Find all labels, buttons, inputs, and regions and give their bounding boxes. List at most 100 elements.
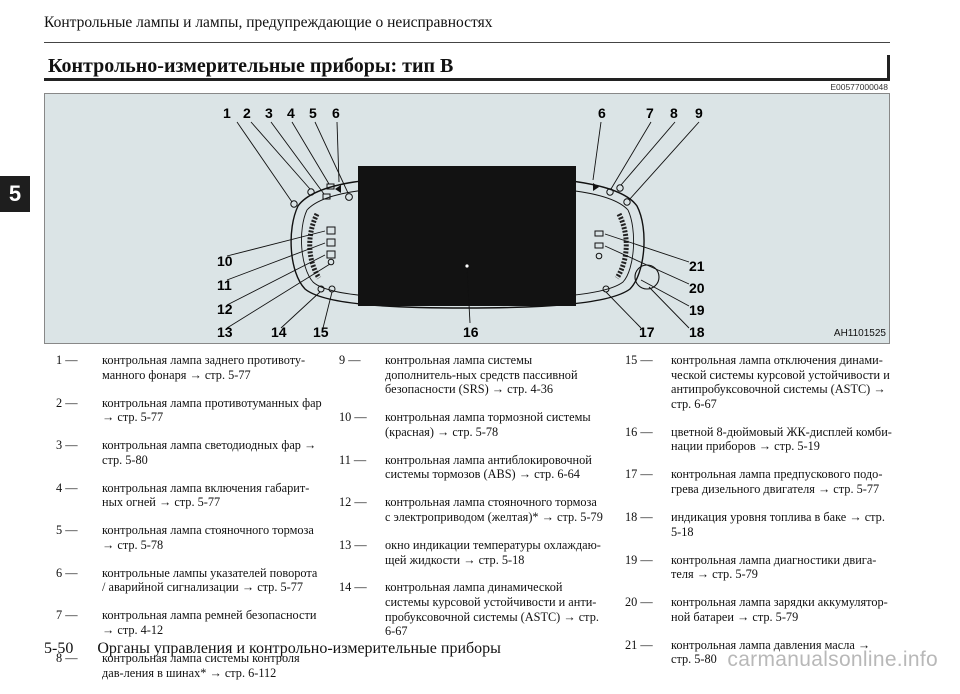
callout-13: 13 (217, 324, 233, 340)
legend-number: 12 — (339, 495, 367, 510)
right-warning-lamps (594, 184, 631, 293)
legend-item: 19 — контрольная лампа диагностики двига-… (625, 553, 893, 582)
engine-check-icon (595, 252, 603, 260)
callout-numbers: 1 2 3 4 5 6 6 7 8 9 10 11 12 13 14 15 16… (217, 105, 705, 340)
epb-warning-icon (326, 250, 336, 259)
legend-item: 10 —контрольная лампа тормозной системы … (339, 410, 605, 439)
legend-number: 13 — (339, 537, 367, 552)
chapter-tab: 5 (0, 176, 30, 212)
legend-item: 21 —контрольная лампа давления масла → с… (625, 638, 893, 667)
left-warning-lamps (290, 183, 353, 293)
figure-code: AH1101525 (833, 328, 886, 339)
legend-text: контрольная лампа светодиодных фар → стр… (102, 438, 317, 467)
turn-signal-left-icon (335, 185, 341, 193)
legend-item: 5 — контрольная лампа стояночного тормоза… (56, 523, 322, 552)
callout-14: 14 (271, 324, 287, 340)
legend-number: 20 — (625, 595, 653, 610)
lcd-display (358, 166, 576, 306)
legend-item: 6 —контрольные лампы указателей поворота… (56, 566, 322, 595)
oil-pressure-icon (594, 230, 604, 237)
legend-item: 16 — цветной 8-дюймовый ЖК-дисплей комби-… (625, 425, 893, 454)
callout-4: 4 (287, 105, 295, 121)
legend-item: 8 — контрольная лампа системы контроля да… (56, 651, 322, 680)
battery-charge-icon (594, 242, 604, 249)
legend-number: 9 — (339, 353, 361, 367)
callout-8: 8 (670, 105, 678, 121)
running-head: Контрольные лампы и лампы, предупреждающ… (44, 14, 493, 31)
watermark: carmanualsonline.info (727, 648, 938, 671)
legend-number: 19 — (625, 552, 653, 567)
legend-item: 4 — контрольная лампа включения габарит-н… (56, 481, 322, 510)
callout-6-left: 6 (332, 105, 340, 121)
page-number: 5-50 (44, 640, 74, 657)
legend-item: 18 —индикация уровня топлива в баке → ст… (625, 510, 893, 539)
position-lamp-icon (326, 183, 335, 190)
header-rule (44, 42, 890, 43)
fog-lamp-icon (307, 188, 315, 196)
rear-fog-lamp-icon (290, 200, 298, 208)
legend-text: контрольная лампа диагностики двига-теля… (671, 552, 877, 582)
legend-text: контрольная лампа предпускового подо-гре… (671, 467, 883, 496)
legend-text: контрольная лампа отключения динами-ческ… (671, 353, 890, 411)
footer-chapter-title: Органы управления и контрольно-измерител… (97, 640, 501, 657)
legend-item: 9 — контрольная лампа системы дополнитель… (339, 353, 605, 397)
legend-text: контрольная лампа системы дополнитель-ны… (385, 353, 578, 397)
legend-item: 15 —контрольная лампа отключения динами-… (625, 353, 893, 411)
legend-text: контрольная лампа ремней безопасности → … (102, 608, 317, 638)
legend-text: индикация уровня топлива в баке → стр. 5… (671, 509, 885, 539)
callout-3: 3 (265, 105, 273, 121)
legend-number: 16 — (625, 424, 653, 439)
legend-text: контрольная лампа зарядки аккумулятор-но… (671, 595, 888, 624)
legend-number: 4 — (56, 480, 78, 495)
callout-11: 11 (217, 277, 232, 293)
section-title: Контрольно-измерительные приборы: тип B (44, 55, 890, 81)
legend-item: 12 — контрольная лампа стояночного тормоз… (339, 495, 605, 524)
legend-text: контрольная лампа противотуманных фар → … (102, 395, 322, 425)
legend-item: 1 — контрольная лампа заднего противоту-м… (56, 353, 322, 382)
callout-10: 10 (217, 253, 233, 269)
callout-17: 17 (639, 324, 655, 340)
legend-text: цветной 8-дюймовый ЖК-дисплей комби-наци… (671, 424, 892, 454)
callout-12: 12 (217, 301, 233, 317)
legend-item: 17 —контрольная лампа предпускового подо… (625, 467, 893, 496)
lcd-center-dot (465, 264, 469, 268)
legend-text: контрольная лампа заднего противоту-манн… (102, 353, 306, 382)
callout-18: 18 (689, 324, 705, 340)
legend-text: контрольная лампа стояночного тормоза → … (102, 523, 314, 552)
legend-number: 8 — (56, 651, 78, 666)
turn-signal-right-icon (593, 183, 599, 191)
legend-text: контрольная лампа стояночного тормоза с … (385, 495, 603, 524)
callout-19: 19 (689, 302, 705, 318)
legend-item: 3 — контрольная лампа светодиодных фар → … (56, 438, 322, 467)
legend-text: контрольная лампа тормозной системы (кра… (385, 410, 591, 439)
legend-item: 14 —контрольная лампа динамической систе… (339, 580, 605, 638)
legend-item: 20 — контрольная лампа зарядки аккумулято… (625, 595, 893, 624)
legend-number: 5 — (56, 523, 78, 538)
legend-item: 13 —окно индикации температуры охлаждаю-… (339, 538, 605, 567)
section-title-text: Контрольно-измерительные приборы: тип B (48, 55, 454, 77)
callout-9: 9 (695, 105, 703, 121)
page-footer: 5-50 Органы управления и контрольно-измер… (44, 640, 501, 658)
led-headlamp-icon (322, 193, 331, 200)
callout-2: 2 (243, 105, 251, 121)
callout-6-right: 6 (598, 105, 606, 121)
fuel-gauge-arc (614, 212, 629, 280)
legend-text: контрольная лампа системы контроля дав-л… (102, 651, 300, 680)
document-code: E00577000048 (830, 82, 888, 92)
srs-icon (623, 198, 631, 206)
legend-text: контрольная лампа включения габарит-ных … (102, 480, 310, 510)
legend-number: 7 — (56, 608, 78, 623)
callout-15: 15 (313, 324, 329, 340)
legend-number: 3 — (56, 438, 78, 453)
legend-column-2: 9 — контрольная лампа системы дополнитель… (339, 353, 605, 652)
coolant-temp-icon (327, 258, 335, 266)
legend-number: 1 — (56, 353, 78, 367)
parking-brake-icon (345, 193, 353, 201)
legend-text: контрольные лампы указателей поворота / … (102, 565, 318, 595)
callout-16: 16 (463, 324, 479, 340)
astc-icon (317, 285, 325, 293)
legend-column-3: 15 —контрольная лампа отключения динами-… (625, 353, 893, 680)
legend-text: контрольная лампа антиблокировочной сист… (385, 452, 592, 482)
callout-1: 1 (223, 105, 231, 121)
seat-belt-icon (606, 188, 614, 196)
